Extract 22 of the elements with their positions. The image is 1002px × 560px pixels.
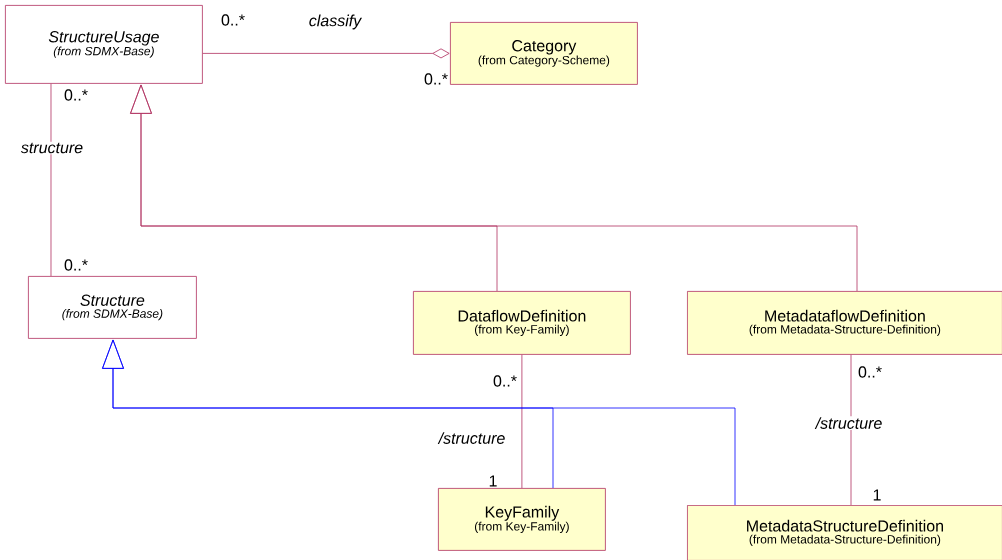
multiplicity: 0..*: [64, 89, 88, 101]
multiplicity: 0..*: [493, 375, 517, 387]
class-box: Category (from Category-Scheme): [450, 22, 638, 85]
connector: [50, 83, 52, 277]
class-box: Structure (from SDMX-Base): [28, 276, 197, 339]
edge-label: classify: [307, 13, 363, 31]
multiplicity: 0..*: [221, 14, 245, 26]
connector: [850, 354, 852, 506]
class-box: KeyFamily (from Key-Family): [438, 488, 606, 551]
connector: [102, 339, 736, 506]
connector: [202, 48, 450, 59]
connector: [521, 354, 523, 489]
class-box: MetadataflowDefinition (from Metadata-Structure-Definition): [687, 291, 1002, 355]
edge-label: structure: [19, 141, 85, 155]
class-box: DataflowDefinition (from Key-Family): [413, 291, 631, 355]
edge-label: /structure: [814, 416, 884, 430]
edge-label: /structure: [437, 431, 507, 445]
connector: [130, 84, 858, 292]
class-box: MetadataStructureDefinition (from Metadata-Structure-Definition): [687, 505, 1002, 560]
multiplicity: 0..*: [858, 366, 882, 378]
multiplicity: 0..*: [64, 259, 88, 271]
class-box: StructureUsage (from SDMX-Base): [5, 5, 203, 84]
